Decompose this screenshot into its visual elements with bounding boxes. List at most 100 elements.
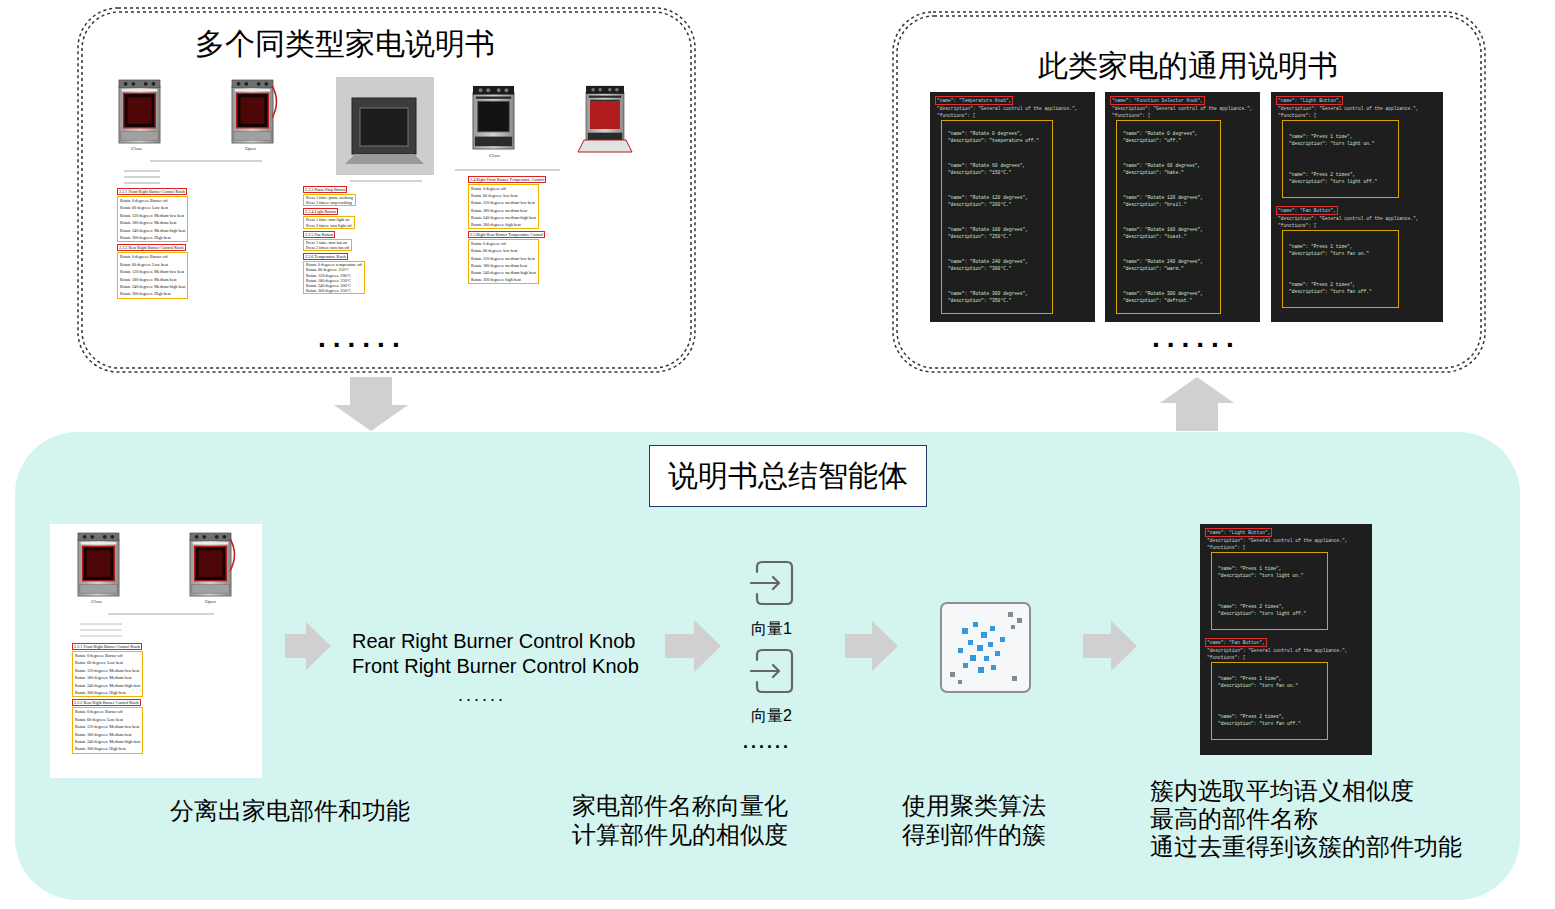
highlight-box: "name": "Press 1 time", "description": "t… (1211, 552, 1328, 630)
code-line: "description": "off." (1123, 137, 1216, 144)
code-line: "name": "Press 2 times", (1289, 281, 1394, 288)
manual-line: Press 1 time: turn light on (306, 217, 352, 222)
manual-line: Rotate 120 degrees: Medium-low heat (75, 667, 140, 674)
code-line: "functions": [ (1278, 112, 1440, 119)
highlight-box: Rotate 0 degrees: temperature offRotate … (303, 261, 365, 294)
code-entry: "name": "Press 2 times","description": "… (1283, 159, 1398, 197)
block-arrow (334, 377, 408, 431)
code-entry: "name": "Rotate 300 degrees","descriptio… (942, 281, 1052, 313)
code-line: "description": "General control of the a… (1278, 215, 1440, 222)
code-line: "description": "General control of the a… (1278, 105, 1440, 112)
code-entry: "name": "Press 1 time","description": "t… (1212, 663, 1327, 701)
code-line: "name": "Press 2 times", (1289, 171, 1394, 178)
code-line: "name": "Rotate 0 degrees", (1123, 130, 1216, 137)
code-text: "name": "Light Button","description": "G… (1205, 528, 1369, 740)
panel-heading: 多个同类型家电说明书 (195, 26, 495, 62)
highlight-box: Rotate 0 degrees: Burner offRotate 60 de… (72, 651, 143, 697)
figure-label: Close (91, 599, 102, 605)
section-heading: 2.5 Right Rear Burner Temperature Contro… (468, 231, 545, 238)
code-line: "description": "General control of the a… (937, 105, 1092, 112)
highlight-box: "name": "Press 1 time","description": "t… (1282, 120, 1399, 198)
code-line: "description": "General control of the a… (1207, 647, 1369, 654)
section-heading: 2.2.3 Pause/Stop Button (303, 186, 347, 193)
highlight-box: "name": "Rotate 0 degrees","description"… (941, 120, 1053, 314)
code-line: "name": "Rotate 60 degrees", (948, 162, 1048, 169)
code-entry: "name": "Rotate 0 degrees","description"… (1117, 121, 1220, 153)
code-line: "description": "300°C." (948, 265, 1048, 272)
code-line: "name": "Press 1 time", (1218, 565, 1323, 572)
code-line: "description": "toast." (1123, 233, 1216, 240)
manual-line: Rotate 240 degrees: medium-high heat (471, 214, 536, 221)
code-line: "description": "temperature off." (948, 137, 1048, 144)
code-entry: "name": "Rotate 120 degrees","descriptio… (942, 185, 1052, 217)
manual-line: Rotate 240 degrees: Medium-high heat (120, 283, 185, 290)
manual-line: Rotate 60 degrees: Low heat (75, 716, 140, 723)
manual-line: Rotate 60 degrees: low heat (471, 192, 536, 199)
code-line: "name": "Press 1 time", (1289, 243, 1394, 250)
code-line: "functions": [ (1207, 654, 1369, 661)
block-arrow (1160, 377, 1234, 431)
code-name: "name": "Fan Button", (1276, 206, 1338, 215)
code-entry: "name": "Rotate 0 degrees","description"… (942, 121, 1052, 153)
code-line: "description": "General control of the a… (1112, 105, 1257, 112)
code-line: "description": "turn light off." (1218, 610, 1323, 617)
code-line: "name": "Press 1 time", (1218, 675, 1323, 682)
manual-text: 2.2.3 Pause/Stop ButtonPress 1 time: pau… (303, 186, 365, 296)
manual-line: Rotate 240 degrees: 300°C (306, 283, 362, 288)
code-line: "description": "turn light on." (1289, 140, 1394, 147)
manual-line: Rotate 0 degrees: Burner off (75, 708, 140, 715)
manual-line: Rotate 240 degrees: medium-high heat (471, 269, 536, 276)
code-entry: "name": "Rotate 60 degrees","description… (942, 153, 1052, 185)
code-entry: "name": "Press 2 times","description": "… (1212, 701, 1327, 739)
section-heading: 2.2.6 Temperature Knob (303, 253, 348, 260)
manual-line: Rotate 120 degrees: Medium-low heat (120, 212, 185, 219)
highlight-box: Rotate 0 degrees: offRotate 60 degrees: … (468, 239, 539, 284)
manual-line: Rotate 0 degrees: temperature off (306, 262, 362, 267)
highlight-box: "name": "Rotate 0 degrees","description"… (1116, 120, 1221, 314)
code-entry: "name": "Rotate 180 degrees","descriptio… (1117, 217, 1220, 249)
result-panel: 此类家电的通用说明书 (893, 12, 1485, 372)
manual-line: Rotate 120 degrees: Medium-low heat (120, 268, 185, 275)
highlight-box: "name": "Press 1 time","description": "t… (1211, 662, 1328, 740)
code-entry: "name": "Press 2 times","description": "… (1283, 269, 1398, 307)
code-line: "description": "turn fan off." (1218, 720, 1323, 727)
manual-line: Rotate 180 degrees: Medium heat (120, 276, 185, 283)
part-name: Front Right Burner Control Knob (352, 654, 639, 679)
manual-line: Rotate 120 degrees: Medium-low heat (75, 723, 140, 730)
manual-text: 2.2.1 Front Right Burner Control KnobRot… (117, 188, 188, 301)
highlight-box: Rotate 0 degrees: Burner offRotate 60 de… (117, 252, 188, 298)
manual-line: Rotate 180 degrees: 250°C (306, 278, 362, 283)
manual-line: Rotate 60 degrees: Low heat (75, 659, 140, 666)
code-line: "name": "Rotate 120 degrees", (948, 194, 1048, 201)
manual-line: Rotate 60 degrees: Low heat (120, 261, 185, 268)
code-line: "description": "defrost." (1123, 297, 1216, 304)
code-line: "name": "Press 2 times", (1218, 603, 1323, 610)
manual-line: Rotate 120 degrees: 200°C (306, 273, 362, 278)
manual-text: 2.2.1 Front Right Burner Control KnobRot… (72, 643, 143, 756)
code-line: "name": "Rotate 180 degrees", (1123, 226, 1216, 233)
code-line: "name": "Rotate 300 degrees", (948, 290, 1048, 297)
step-caption: 家电部件名称向量化 计算部件见的相似度 (572, 791, 788, 849)
figure-label: Open (205, 599, 216, 605)
section-heading: 2.4 Right Front Burner Temperature Contr… (468, 176, 546, 183)
step-caption: 使用聚类算法 得到部件的簇 (902, 791, 1046, 849)
code-entry: "name": "Press 1 time","description": "t… (1212, 553, 1327, 591)
code-line: "description": "turn fan on." (1218, 682, 1323, 689)
code-name: "name": "Function Selector Knob", (1110, 96, 1205, 105)
code-entry: "name": "Rotate 240 degrees","descriptio… (1117, 249, 1220, 281)
code-text: "name": "Light Button","description": "G… (1276, 96, 1440, 308)
manual-line: Rotate 180 degrees: Medium heat (75, 674, 140, 681)
manual-line: Press 2 times: stop cooking (306, 200, 353, 205)
code-screen (1200, 524, 1372, 755)
highlight-box: Press 1 time: turn light onPress 2 times… (303, 216, 355, 228)
section-heading: 2.2.5 Fan Button (303, 231, 335, 238)
manual-line: Rotate 120 degrees: medium-low heat (471, 199, 536, 206)
code-line: "functions": [ (1207, 544, 1369, 551)
manual-line: Rotate 180 degrees: Medium heat (75, 731, 140, 738)
code-text: "name": "Temperature Knob","description"… (935, 96, 1092, 314)
manual-line: Rotate 0 degrees: off (471, 185, 536, 192)
manual-line: Rotate 300 degrees: high heat (471, 276, 536, 283)
manual-line: Rotate 300 degrees: High heat (75, 745, 140, 752)
manual-page (50, 524, 262, 778)
manual-line: Press 2 times: turn fan off (306, 245, 349, 250)
